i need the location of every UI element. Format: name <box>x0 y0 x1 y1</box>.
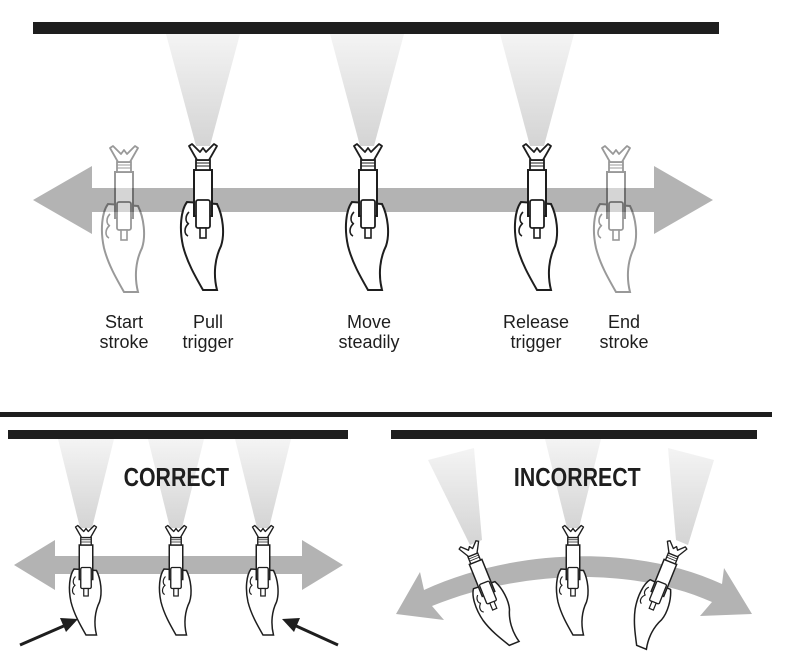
incorrect-title: INCORRECT <box>513 462 641 492</box>
spray-fan-icon <box>148 439 204 528</box>
step-label-end: End stroke <box>584 312 664 352</box>
step-label-move: Move steadily <box>319 312 419 352</box>
spray-gun-icon <box>620 536 693 652</box>
step-line-1: Pull <box>192 312 223 332</box>
step-line-2: stroke <box>599 332 649 352</box>
spray-gun-icon <box>513 143 559 291</box>
top-header-bar <box>33 22 719 34</box>
spray-gun-icon <box>555 524 589 636</box>
step-line-1: Move <box>346 312 391 332</box>
spray-fan-icon <box>235 439 291 528</box>
spray-gun-icon <box>158 524 192 636</box>
spray-gun-icon <box>100 145 146 293</box>
spray-gun-icon <box>179 143 225 291</box>
spray-fan-icon <box>428 448 482 545</box>
step-line-2: trigger <box>510 332 562 352</box>
step-label-pull: Pull trigger <box>168 312 248 352</box>
step-label-start: Start stroke <box>84 312 164 352</box>
spray-fan-icon <box>330 34 404 146</box>
spray-gun-icon <box>245 524 279 636</box>
spray-gun-icon <box>592 145 638 293</box>
correct-header-bar <box>8 430 348 439</box>
pointer-arrow-icon <box>282 618 339 647</box>
pointer-arrow-icon <box>19 618 78 647</box>
step-line-2: steadily <box>338 332 400 352</box>
step-line-1: End <box>607 312 641 332</box>
step-label-release: Release trigger <box>486 312 586 352</box>
spray-gun-icon <box>452 537 525 653</box>
incorrect-header-bar <box>391 430 757 439</box>
spray-fan-icon <box>545 439 601 528</box>
spray-gun-icon <box>344 143 390 291</box>
spray-gun-icon <box>68 524 102 636</box>
spray-fan-icon <box>668 448 714 545</box>
spray-fan-icon <box>500 34 574 146</box>
step-line-1: Release <box>502 312 570 332</box>
step-line-1: Start <box>104 312 143 332</box>
step-line-2: stroke <box>99 332 149 352</box>
section-divider <box>0 412 772 417</box>
spray-fan-icon <box>58 439 114 528</box>
step-line-2: trigger <box>182 332 234 352</box>
spray-fan-icon <box>166 34 240 146</box>
correct-title: CORRECT <box>123 462 229 492</box>
